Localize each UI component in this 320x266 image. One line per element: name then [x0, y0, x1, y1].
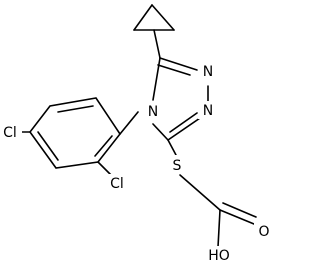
atom-cl-bottom: Cl [110, 176, 124, 192]
label-mask [254, 222, 274, 240]
double-bond [169, 112, 198, 133]
triazole-ring [152, 57, 209, 141]
atom-n-ring: N [148, 104, 158, 120]
label-mask [106, 174, 130, 192]
atom-cl-left: Cl [3, 125, 17, 141]
double-bond [222, 202, 257, 218]
aromatic-bond [37, 131, 59, 161]
bond [133, 4, 153, 31]
atom-n-top: N [203, 64, 213, 80]
bond [219, 209, 255, 225]
bond [119, 111, 139, 135]
aromatic-bond [57, 105, 94, 113]
cyclopropyl-group [133, 4, 175, 59]
double-bond [157, 64, 191, 76]
molecule-diagram: N N N S Cl Cl HO O [0, 4, 274, 264]
bond [152, 57, 161, 101]
label-mask [203, 246, 235, 264]
bond [217, 209, 221, 248]
atom-n-right: N [203, 103, 213, 119]
atom-labels: N N N S Cl Cl HO O [0, 62, 274, 264]
dichlorophenyl-ring [19, 97, 139, 177]
bond [152, 123, 169, 141]
bond [167, 115, 204, 141]
structure-canvas: N N N S Cl Cl HO O [0, 4, 274, 264]
aromatic-bond [94, 135, 113, 157]
atom-o: O [258, 224, 269, 240]
bond [159, 57, 198, 71]
bond [151, 4, 175, 31]
bond [179, 174, 221, 211]
bond [153, 29, 161, 59]
bond [97, 161, 113, 177]
label-mask [198, 62, 218, 80]
label-mask [198, 101, 218, 119]
label-mask [0, 123, 22, 141]
bond [167, 139, 177, 156]
atom-s: S [173, 158, 182, 174]
label-mask [143, 102, 163, 120]
atom-oh: HO [208, 248, 230, 264]
acetic-acid-chain [167, 139, 257, 248]
label-mask [169, 155, 187, 173]
